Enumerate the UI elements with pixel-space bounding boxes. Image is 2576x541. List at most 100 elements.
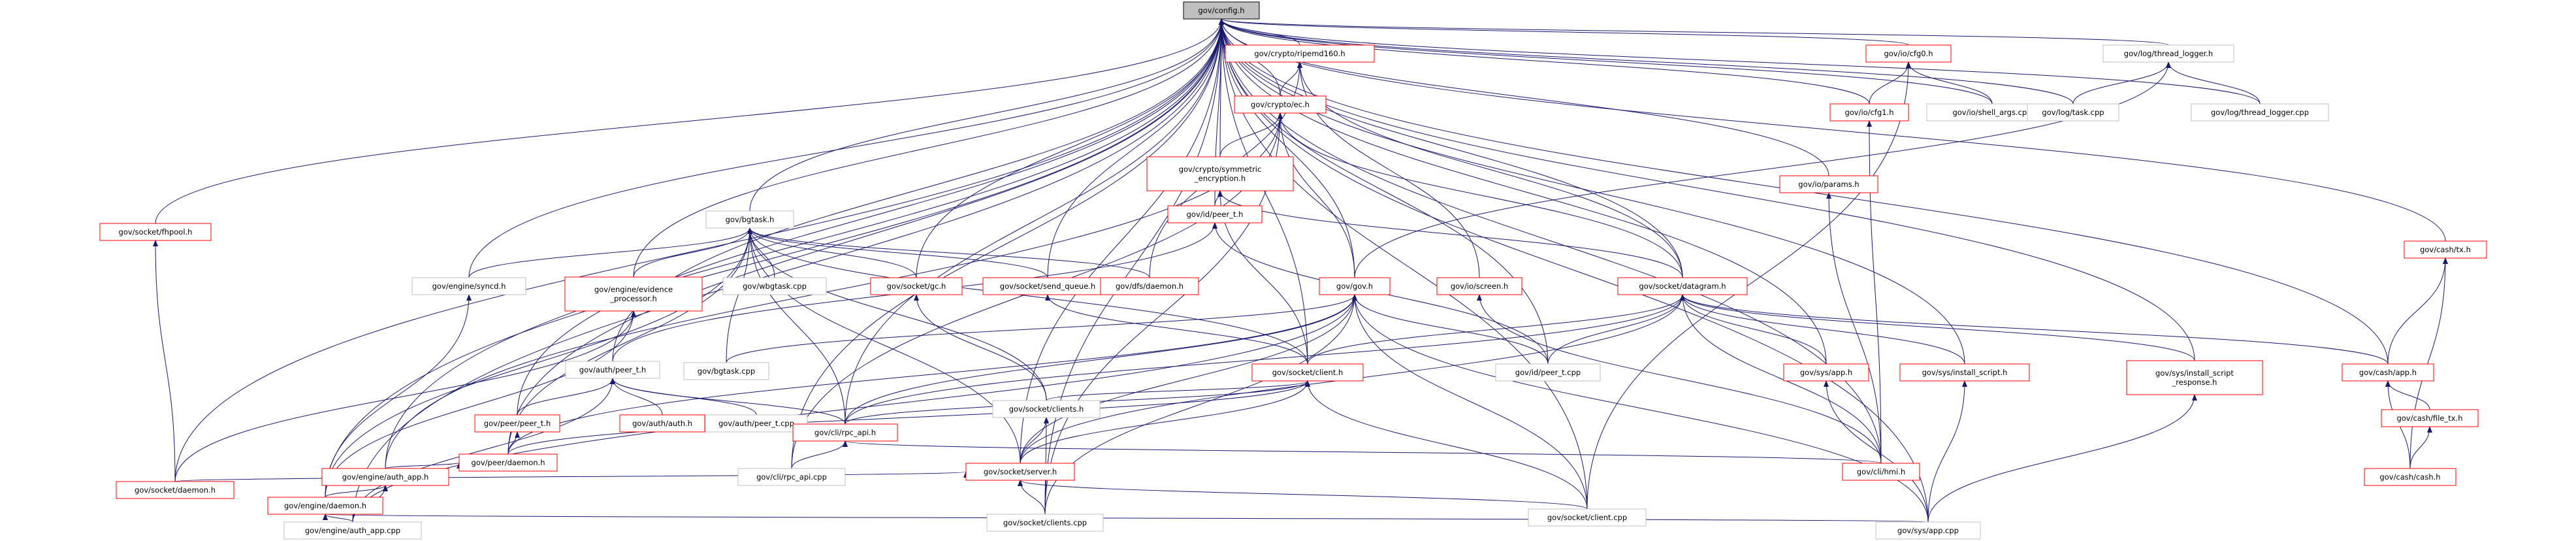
node-label: gov/bgtask.cpp	[698, 367, 755, 376]
node-id-peer-cpp[interactable]: gov/id/peer_t.cpp	[1495, 363, 1601, 382]
node-box	[2191, 103, 2329, 122]
node-socket-daemon[interactable]: gov/socket/daemon.h	[116, 481, 234, 499]
node-socket-server[interactable]: gov/socket/server.h	[965, 463, 1075, 481]
node-bgtask-h[interactable]: gov/bgtask.h	[705, 210, 794, 229]
node-label: gov/wbgtask.cpp	[743, 282, 807, 291]
edge-symmetric-to-crypto-ec	[1219, 112, 1283, 157]
node-io-params[interactable]: gov/io/params.h	[1779, 175, 1878, 193]
edge-install-script-to-config	[1219, 18, 1965, 365]
node-label: gov/io/params.h	[1798, 180, 1859, 189]
node-label: gov/crypto/symmetric	[1179, 165, 1262, 174]
node-label: gov/cash/tx.h	[2420, 245, 2471, 254]
node-box	[1436, 277, 1522, 295]
edge-install-resp-to-datagram	[1680, 294, 2195, 361]
node-bgtask-cpp[interactable]: gov/bgtask.cpp	[683, 362, 769, 380]
node-install-script[interactable]: gov/sys/install_script.h	[1899, 363, 2030, 382]
node-socket-clients-cpp[interactable]: gov/socket/clients.cpp	[986, 514, 1104, 532]
node-auth-auth[interactable]: gov/auth/auth.h	[619, 414, 705, 433]
edge-peer-daemon-to-config	[507, 18, 1224, 455]
edge-send-queue-to-bgtask-h	[747, 227, 1048, 278]
node-engine-syncd[interactable]: gov/engine/syncd.h	[411, 277, 526, 295]
node-label: gov/cli/hmi.h	[1857, 467, 1905, 476]
node-ripemd[interactable]: gov/crypto/ripemd160.h	[1225, 44, 1375, 63]
node-sys-app-cpp[interactable]: gov/sys/app.cpp	[1875, 521, 1981, 540]
node-peer-peer[interactable]: gov/peer/peer_t.h	[474, 414, 560, 433]
node-box	[99, 223, 212, 241]
node-datagram[interactable]: gov/socket/datagram.h	[1617, 277, 1748, 295]
node-box	[321, 468, 449, 486]
node-sys-app-h[interactable]: gov/sys/app.h	[1783, 363, 1869, 382]
node-id-peer-t[interactable]: gov/id/peer_t.h	[1167, 205, 1263, 223]
edge-peer-daemon-to-socket-client-h	[507, 380, 1310, 455]
node-rpc-api-cpp[interactable]: gov/cli/rpc_api.cpp	[737, 468, 846, 486]
node-cash-cash[interactable]: gov/cash/cash.h	[2364, 468, 2456, 486]
edge-sys-app-cpp-to-install-script	[1927, 380, 1967, 523]
edge-cash-app-h-to-cash-tx	[2387, 257, 2448, 365]
node-box	[2381, 409, 2479, 427]
node-box	[1225, 44, 1375, 63]
node-install-resp[interactable]: gov/sys/install_script_response.h	[2126, 360, 2263, 395]
node-thread-logger-h[interactable]: gov/log/thread_logger.h	[2102, 44, 2234, 63]
edge-socket-client-cpp-to-config	[1219, 18, 1588, 510]
node-rpc-api-h[interactable]: gov/cli/rpc_api.h	[792, 423, 898, 442]
node-box	[1779, 175, 1878, 193]
node-box	[565, 361, 660, 379]
node-dfs-daemon[interactable]: gov/dfs/daemon.h	[1100, 277, 1199, 295]
edge-socket-clients-cpp-to-socket-server	[1018, 480, 1046, 515]
node-peer-daemon[interactable]: gov/peer/daemon.h	[459, 453, 558, 472]
edge-auth-app-cpp-to-config	[352, 18, 1224, 523]
node-label: gov/engine/auth_app.h	[342, 472, 429, 482]
node-evidence[interactable]: gov/engine/evidence_processor.h	[564, 276, 703, 312]
node-label: gov/engine/auth_app.cpp	[305, 526, 400, 535]
edge-thread-logger-cpp-to-config	[1219, 18, 2261, 105]
node-auth-peer-cpp[interactable]: gov/auth/peer_t.cpp	[705, 414, 808, 433]
edge-engine-syncd-to-config	[468, 18, 1224, 278]
node-box	[411, 277, 526, 295]
node-socket-fhpool[interactable]: gov/socket/fhpool.h	[99, 223, 212, 241]
node-box	[2027, 103, 2119, 122]
node-box	[1100, 277, 1199, 295]
edge-peer-peer-to-auth-peer-h	[517, 378, 615, 416]
node-socket-client-h[interactable]: gov/socket/client.h	[1251, 363, 1364, 382]
node-iocfg1[interactable]: gov/io/cfg1.h	[1829, 103, 1909, 122]
node-label: _processor.h	[609, 294, 657, 303]
node-engine-auth-app[interactable]: gov/engine/auth_app.h	[321, 468, 449, 486]
edge-sys-app-cpp-to-config	[1219, 18, 1929, 523]
node-wbgtask[interactable]: gov/wbgtask.cpp	[722, 277, 827, 295]
node-thread-logger-cpp[interactable]: gov/log/thread_logger.cpp	[2191, 103, 2329, 122]
node-socket-clients-h[interactable]: gov/socket/clients.h	[992, 400, 1101, 418]
node-cash-app-h[interactable]: gov/cash/app.h	[2342, 363, 2434, 382]
node-crypto-ec[interactable]: gov/crypto/ec.h	[1234, 95, 1327, 114]
node-cash-file-tx[interactable]: gov/cash/file_tx.h	[2381, 409, 2479, 427]
node-engine-daemon[interactable]: gov/engine/daemon.h	[267, 497, 383, 515]
node-label: gov/crypto/ripemd160.h	[1254, 49, 1345, 58]
node-cli-hmi[interactable]: gov/cli/hmi.h	[1842, 463, 1920, 481]
edge-socket-client-cpp-to-gov-h	[1352, 294, 1588, 510]
node-cash-tx[interactable]: gov/cash/tx.h	[2404, 240, 2487, 259]
edge-evidence-to-bgtask-h	[633, 227, 752, 278]
edge-dfs-daemon-to-bgtask-h	[747, 227, 1150, 278]
node-socket-client-cpp[interactable]: gov/socket/client.cpp	[1528, 508, 1647, 527]
node-io-screen[interactable]: gov/io/screen.h	[1436, 277, 1522, 295]
edge-gov-h-to-config	[1219, 18, 1355, 278]
node-label: gov/io/screen.h	[1451, 282, 1508, 291]
node-socket-gc[interactable]: gov/socket/gc.h	[870, 277, 963, 295]
edge-auth-auth-to-auth-peer-h	[610, 378, 663, 416]
node-send-queue[interactable]: gov/socket/send_queue.h	[982, 277, 1113, 295]
node-auth-app-cpp[interactable]: gov/engine/auth_app.cpp	[283, 521, 422, 540]
node-config[interactable]: gov/config.h	[1183, 1, 1260, 20]
node-label: gov/socket/clients.h	[1009, 404, 1084, 414]
node-gov-h[interactable]: gov/gov.h	[1319, 277, 1391, 295]
node-label: gov/socket/client.cpp	[1547, 513, 1627, 522]
node-iocfg0[interactable]: gov/io/cfg0.h	[1865, 44, 1952, 63]
node-auth-peer-h[interactable]: gov/auth/peer_t.h	[565, 361, 660, 379]
node-symmetric[interactable]: gov/crypto/symmetric_encryption.h	[1146, 156, 1294, 191]
edge-socket-client-cpp-to-socket-client-h	[1305, 380, 1588, 510]
node-logtask[interactable]: gov/log/task.cpp	[2027, 103, 2119, 122]
edge-peer-daemon-to-peer-peer	[507, 431, 520, 455]
node-box	[1865, 44, 1952, 63]
edge-rpc-api-h-to-gov-h	[845, 294, 1357, 425]
edge-datagram-to-ripemd	[1297, 61, 1683, 278]
node-box	[1829, 103, 1909, 122]
edge-socket-client-cpp-to-iocfg0	[1586, 61, 1911, 510]
